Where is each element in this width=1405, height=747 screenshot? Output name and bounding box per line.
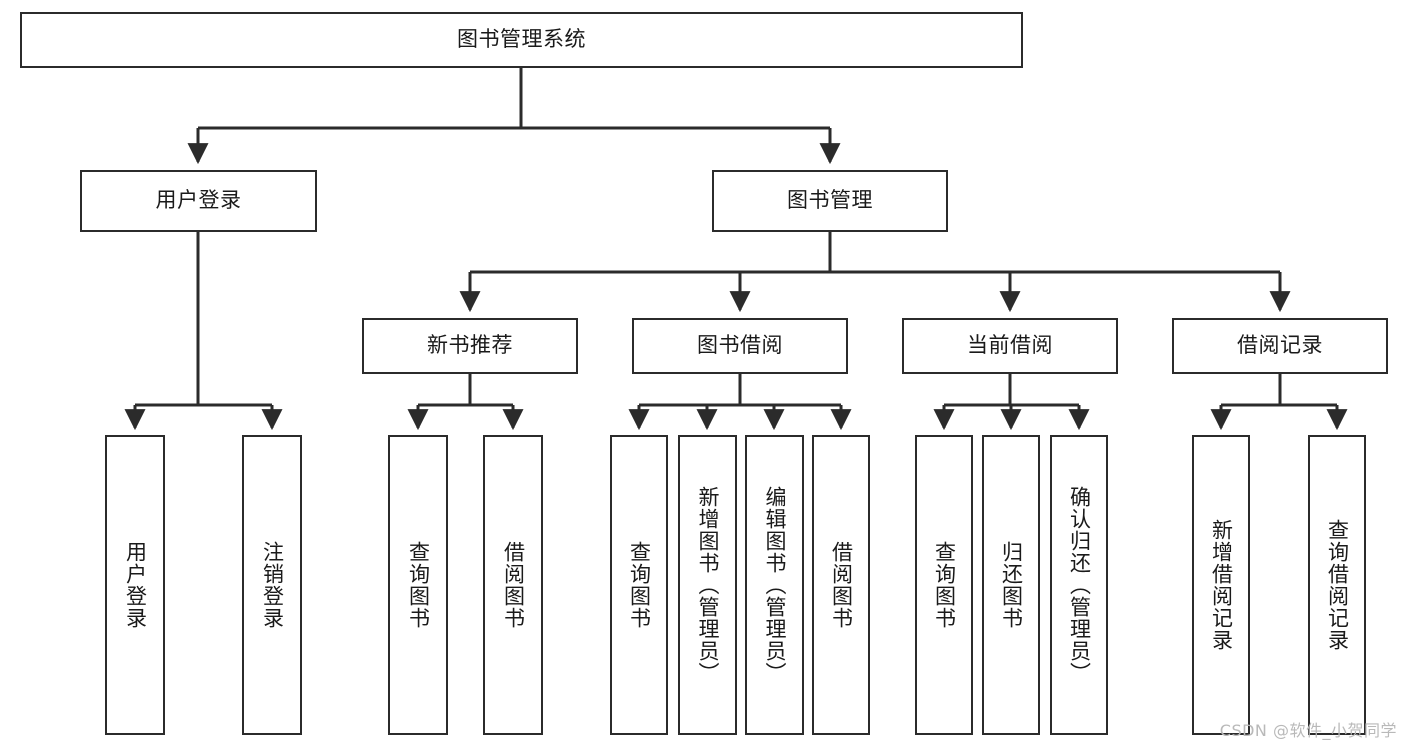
- node-borrow-records[interactable]: 借阅记录: [1172, 318, 1388, 374]
- leaf-label: 新增图书（管理员）: [695, 486, 720, 684]
- leaf-confirm-return-admin[interactable]: 确认归还（管理员）: [1050, 435, 1108, 735]
- node-book-borrow-label: 图书借阅: [697, 333, 783, 358]
- leaf-label: 查询图书: [627, 541, 652, 629]
- node-root-label: 图书管理系统: [457, 27, 586, 52]
- leaf-label: 用户登录: [123, 541, 148, 629]
- node-book-management[interactable]: 图书管理: [712, 170, 948, 232]
- leaf-label: 注销登录: [260, 541, 285, 629]
- leaf-label: 借阅图书: [501, 541, 526, 629]
- leaf-label: 确认归还（管理员）: [1067, 486, 1092, 684]
- node-new-book-recommend[interactable]: 新书推荐: [362, 318, 578, 374]
- leaf-add-borrow-record[interactable]: 新增借阅记录: [1192, 435, 1250, 735]
- node-new-book-recommend-label: 新书推荐: [427, 333, 513, 358]
- leaf-edit-book-admin[interactable]: 编辑图书（管理员）: [745, 435, 804, 735]
- node-borrow-records-label: 借阅记录: [1237, 333, 1323, 358]
- leaf-borrow-book-newbook[interactable]: 借阅图书: [483, 435, 543, 735]
- node-user-login-label: 用户登录: [155, 188, 242, 213]
- leaf-label: 查询图书: [406, 541, 431, 629]
- leaf-label: 查询借阅记录: [1325, 519, 1350, 651]
- leaf-logout[interactable]: 注销登录: [242, 435, 302, 735]
- leaf-label: 归还图书: [999, 541, 1024, 629]
- node-current-borrow[interactable]: 当前借阅: [902, 318, 1118, 374]
- leaf-label: 借阅图书: [829, 541, 854, 629]
- leaf-label: 编辑图书（管理员）: [762, 486, 787, 684]
- leaf-query-book-current[interactable]: 查询图书: [915, 435, 973, 735]
- node-current-borrow-label: 当前借阅: [967, 333, 1053, 358]
- leaf-return-book[interactable]: 归还图书: [982, 435, 1040, 735]
- node-book-management-label: 图书管理: [787, 188, 873, 213]
- leaf-borrow-book[interactable]: 借阅图书: [812, 435, 870, 735]
- leaf-user-login[interactable]: 用户登录: [105, 435, 165, 735]
- leaf-query-book-newbook[interactable]: 查询图书: [388, 435, 448, 735]
- leaf-query-borrow-record[interactable]: 查询借阅记录: [1308, 435, 1366, 735]
- node-user-login[interactable]: 用户登录: [80, 170, 317, 232]
- leaf-label: 新增借阅记录: [1209, 519, 1234, 651]
- node-root[interactable]: 图书管理系统: [20, 12, 1023, 68]
- leaf-label: 查询图书: [932, 541, 957, 629]
- leaf-add-book-admin[interactable]: 新增图书（管理员）: [678, 435, 737, 735]
- leaf-query-book-borrow[interactable]: 查询图书: [610, 435, 668, 735]
- node-book-borrow[interactable]: 图书借阅: [632, 318, 848, 374]
